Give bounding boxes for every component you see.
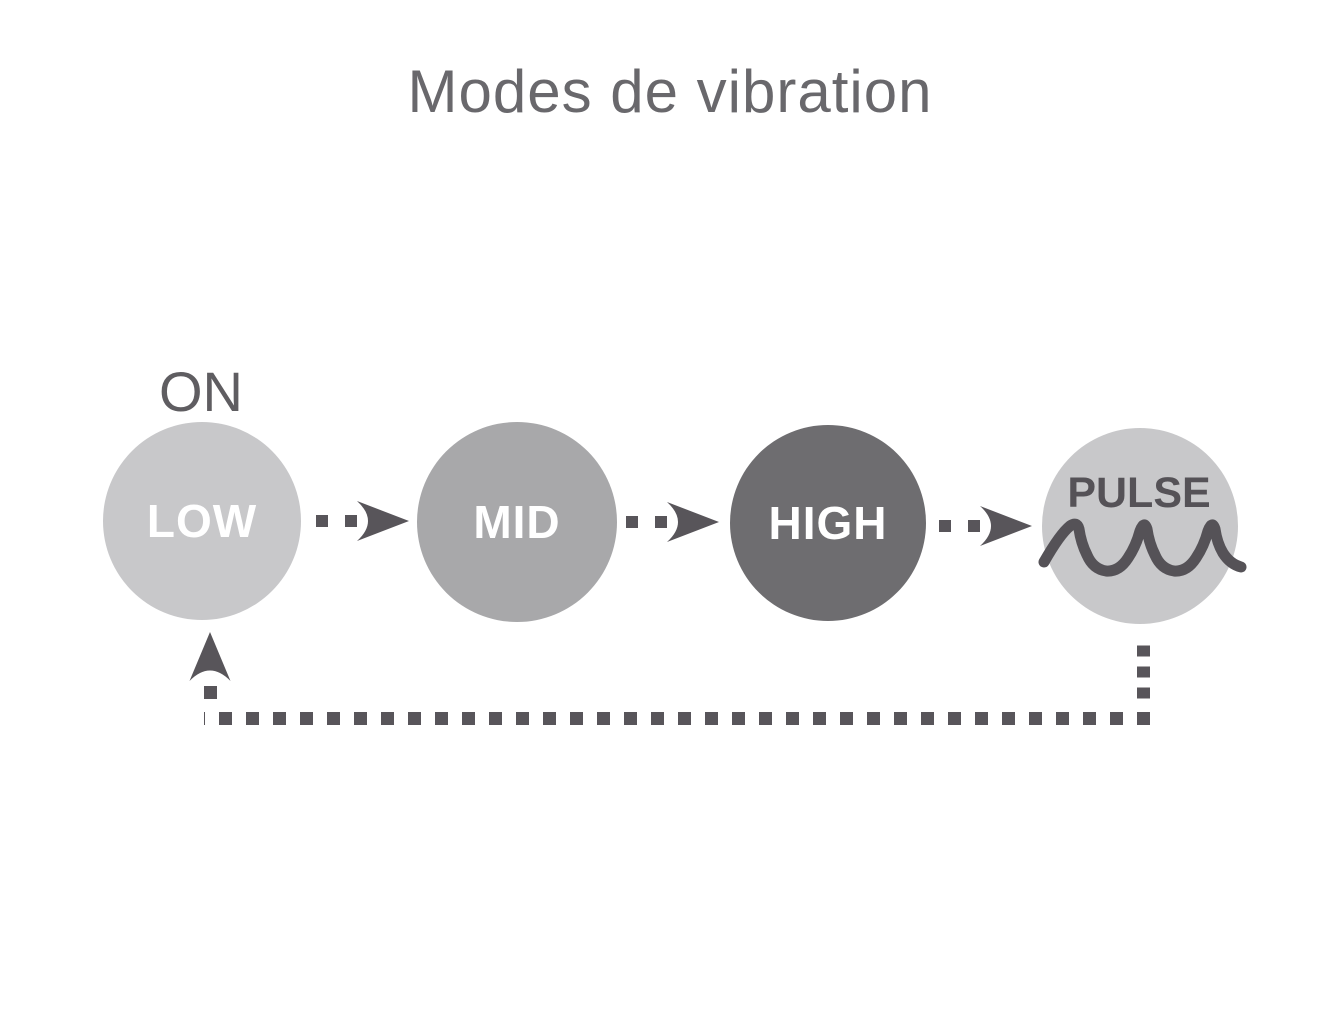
on-label: ON [159, 360, 243, 423]
connector-low-to-mid [316, 501, 409, 541]
mode-node-high: HIGH [730, 425, 926, 621]
mode-circle-mid [417, 422, 617, 622]
mode-label-mid: MID [473, 496, 560, 548]
arrowhead-right-icon [357, 501, 409, 541]
arrowhead-right-icon [980, 506, 1032, 546]
arrowhead-up-icon [189, 632, 231, 681]
mode-node-mid: MID [417, 422, 617, 622]
mode-circle-high [730, 425, 926, 621]
pulse-wave-icon [1038, 518, 1247, 577]
mode-label-low: LOW [147, 495, 257, 547]
connector-high-to-pulse [939, 506, 1032, 546]
mode-node-low: LOW [103, 422, 301, 620]
page-title: Modes de vibration [408, 58, 933, 125]
mode-circle-low [103, 422, 301, 620]
mode-label-high: HIGH [769, 497, 888, 549]
return-riser-dash [204, 686, 217, 699]
connector-mid-to-high [626, 502, 719, 542]
return-loop-pulse-to-low [189, 632, 1150, 725]
mode-node-pulse: PULSE [1038, 428, 1247, 624]
mode-label-pulse: PULSE [1067, 469, 1210, 517]
arrowhead-right-icon [667, 502, 719, 542]
